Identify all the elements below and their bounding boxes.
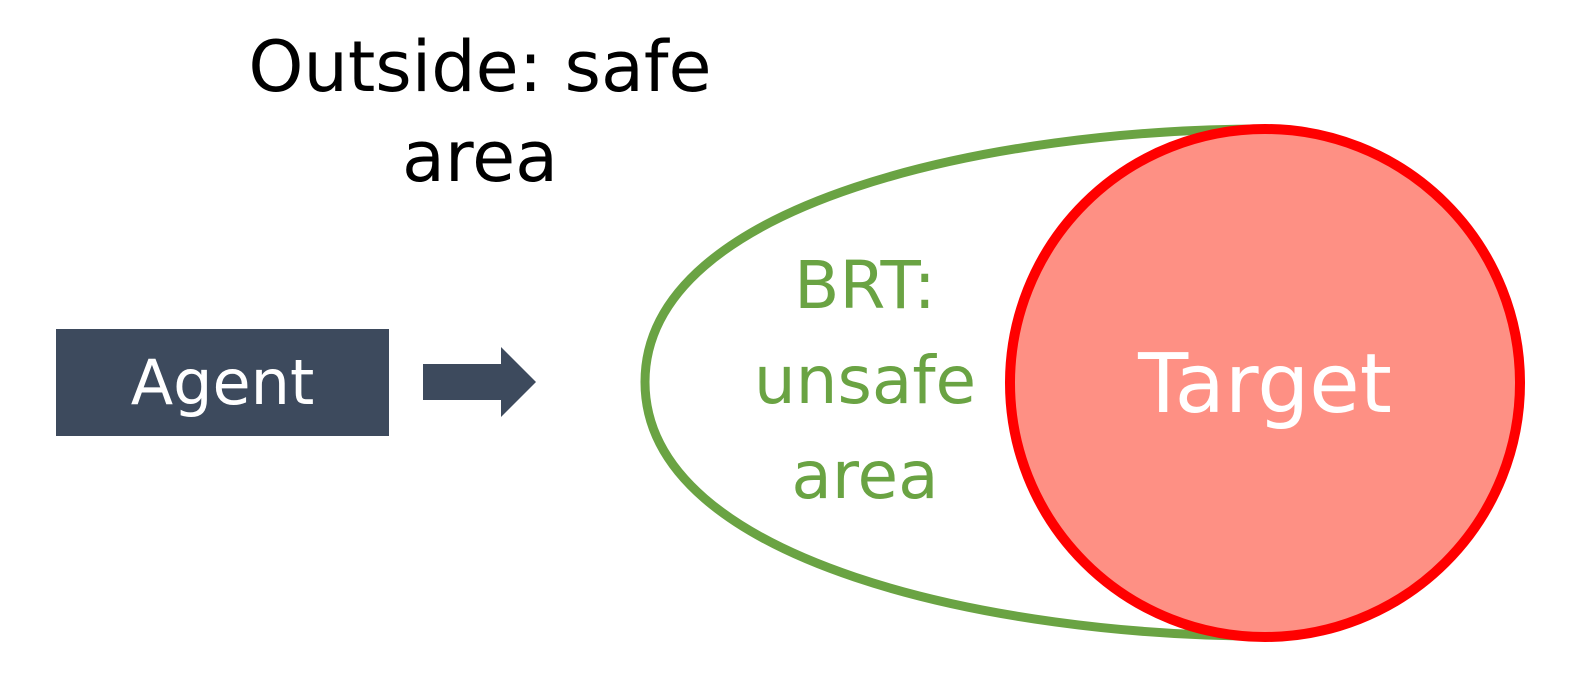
brt-region-outline [640,124,1263,641]
right-arrow-icon [423,347,536,417]
outside-safe-area-label: Outside: safe area [220,22,740,202]
brt-label-line-3: area [791,437,939,514]
agent-box: Agent [56,329,389,436]
agent-label: Agent [130,345,315,419]
outside-label-line-2: area [401,116,559,198]
target-circle [1005,124,1525,642]
brt-label-line-2: unsafe [753,342,977,419]
brt-unsafe-area-label: BRT: unsafe area [725,238,1005,523]
brt-label-line-1: BRT: [794,247,936,324]
outside-label-line-1: Outside: safe [248,26,712,108]
target-label: Target [1138,337,1392,432]
